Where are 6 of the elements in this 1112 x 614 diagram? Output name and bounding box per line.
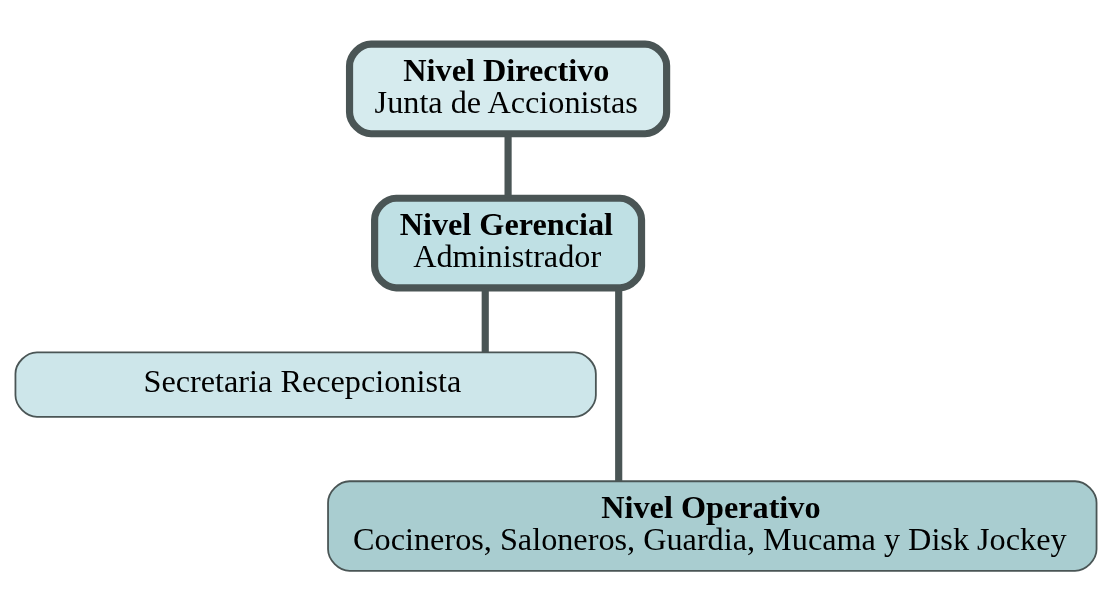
node-box: Secretaria Recepcionista	[14, 350, 597, 418]
node-box: Nivel Operativo Cocineros, Saloneros, Guardia, Mucama y Disk Jockey	[327, 479, 1098, 572]
connector	[481, 288, 489, 352]
node-box: Nivel Directivo Junta de Accionistas	[345, 40, 671, 137]
node-box: Nivel Gerencial Administrador	[371, 194, 646, 291]
connector	[504, 133, 512, 198]
